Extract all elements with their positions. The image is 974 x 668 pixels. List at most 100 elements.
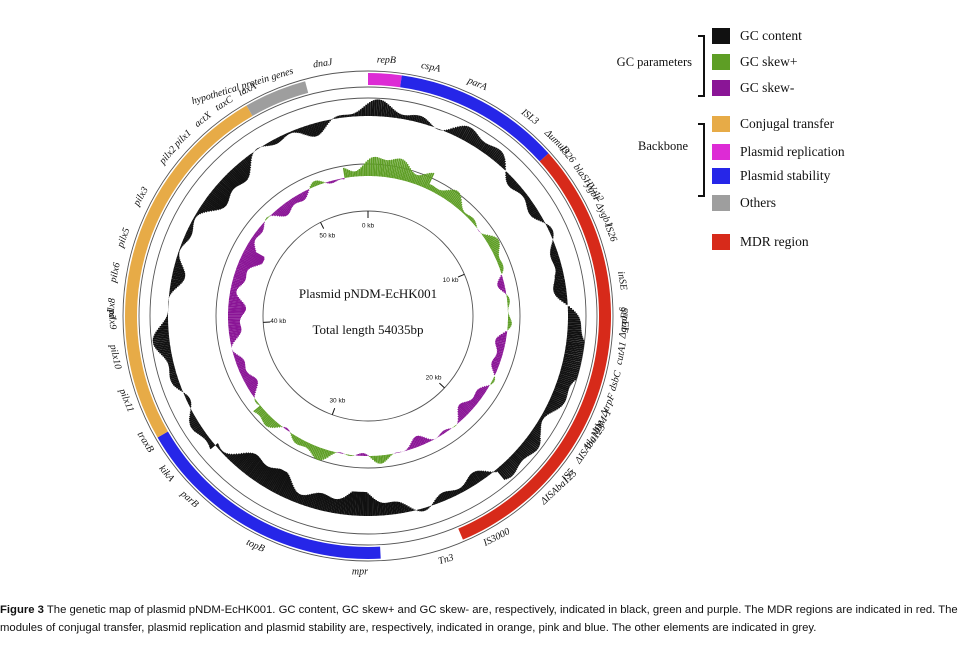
gc-content-bar: [536, 422, 542, 427]
gc-skew-bar: [497, 261, 502, 265]
gc-skew-bar: [273, 211, 279, 217]
gc-skew-bar: [290, 198, 296, 205]
gc-content-bar: [423, 118, 428, 125]
gc-content-bar: [375, 500, 378, 516]
gc-content-bar: [169, 368, 176, 372]
gc-content-bar: [549, 248, 557, 253]
gc-skew-bar: [265, 418, 274, 427]
gc-content-bar: [227, 172, 241, 186]
gc-content-bar: [505, 460, 517, 473]
gc-skew-bar: [300, 192, 306, 201]
gc-skew-bar: [497, 284, 505, 288]
gc-skew-bar: [283, 426, 286, 429]
gc-skew-bar: [302, 191, 308, 198]
gc-content-bar: [557, 378, 572, 385]
gc-skew-bar: [228, 328, 242, 332]
gc-skew-bar: [234, 271, 247, 278]
gc-skew-bar: [289, 432, 292, 435]
gc-content-bar: [522, 441, 536, 453]
gc-content-bar: [555, 383, 570, 390]
gc-content-bar: [515, 186, 522, 193]
gc-content-bar: [454, 125, 462, 137]
gc-content-bar: [191, 219, 195, 223]
gc-content-bar: [567, 327, 582, 330]
gc-skew-bar: [463, 401, 473, 411]
gc-content-bar: [443, 129, 446, 132]
outer-ring-inner: [138, 86, 598, 546]
gc-content-bar: [537, 216, 543, 221]
gc-skew-bar: [475, 226, 478, 228]
gc-skew-bar: [457, 203, 463, 210]
gc-skew-bar: [482, 233, 487, 238]
gc-skew-bar: [244, 249, 265, 262]
gc-skew-bar: [236, 360, 245, 365]
gc-content-bar: [245, 156, 252, 164]
gc-skew-bar: [481, 386, 488, 391]
gc-content-bar: [460, 486, 465, 493]
gc-skew-bar: [491, 360, 500, 365]
gc-content-bar: [553, 390, 568, 398]
caption-text: The genetic map of plasmid pNDM-EcHK001.…: [0, 604, 958, 634]
gc-skew-bar: [358, 168, 361, 177]
gc-content-bar: [418, 508, 422, 512]
gc-skew-bar: [263, 221, 266, 224]
gc-skew-bar: [312, 181, 317, 187]
gc-content-bar: [214, 186, 230, 201]
gc-content-bar: [505, 173, 511, 179]
gc-skew-bar: [438, 189, 444, 197]
gc-content-bar: [222, 177, 235, 190]
gc-skew-bar: [229, 334, 240, 338]
gc-content-bar: [209, 192, 227, 207]
gc-content-bar: [201, 432, 207, 438]
gc-skew-bar: [304, 190, 309, 196]
gc-skew-bar: [498, 278, 504, 281]
gc-skew-bar: [235, 270, 247, 276]
gc-content-bar: [539, 416, 544, 420]
gc-content-bar: [563, 356, 582, 363]
gc-skew-bar: [380, 158, 384, 177]
gc-content-bar: [465, 479, 472, 488]
gc-content-bar: [171, 275, 185, 280]
gc-content-bar: [549, 398, 564, 406]
gc-skew-bar: [303, 441, 308, 448]
gc-content-bar: [464, 127, 473, 142]
gc-content-bar: [518, 446, 530, 457]
gc-content-bar: [425, 507, 429, 510]
gc-content-bar: [566, 341, 585, 346]
gc-skew-bar: [239, 369, 247, 374]
gc-content-bar: [175, 385, 182, 389]
gc-content-bar: [171, 380, 180, 385]
gc-skew-bar: [257, 409, 265, 416]
gc-content-bar: [504, 171, 508, 175]
gc-skew-bar: [385, 159, 389, 178]
gc-skew-bar: [234, 273, 247, 279]
gc-skew-bar: [309, 185, 312, 189]
gc-skew-bar: [381, 455, 385, 463]
gc-skew-bar: [239, 368, 247, 373]
gc-content-bar: [290, 130, 294, 134]
gene-label: dsbC: [607, 369, 624, 392]
gc-skew-bar: [267, 216, 269, 219]
gc-skew-bar: [305, 442, 309, 448]
gc-skew-bar: [256, 230, 262, 235]
gc-content-bar: [440, 492, 446, 502]
gc-skew-bar: [236, 265, 248, 272]
gc-content-bar: [470, 133, 479, 146]
gc-content-bar: [317, 492, 324, 510]
gc-content-bar: [236, 164, 249, 179]
gc-content-bar: [175, 261, 182, 266]
gene-label: dnaJ: [312, 57, 333, 71]
gc-content-bar: [262, 467, 276, 487]
gc-skew-bar: [228, 303, 246, 307]
gc-content-bar: [169, 289, 175, 292]
gc-skew-bar: [264, 218, 267, 221]
gc-content-bar: [490, 148, 500, 159]
gc-content-bar: [349, 491, 354, 516]
gc-content-bar: [205, 197, 222, 210]
kb-tick-label: 30 kb: [329, 397, 345, 404]
gc-content-bar: [293, 129, 297, 133]
gene-label: pilx3: [131, 185, 151, 209]
gc-content-bar: [567, 329, 582, 332]
gc-content-bar: [238, 162, 251, 176]
gc-skew-bar: [240, 370, 248, 376]
